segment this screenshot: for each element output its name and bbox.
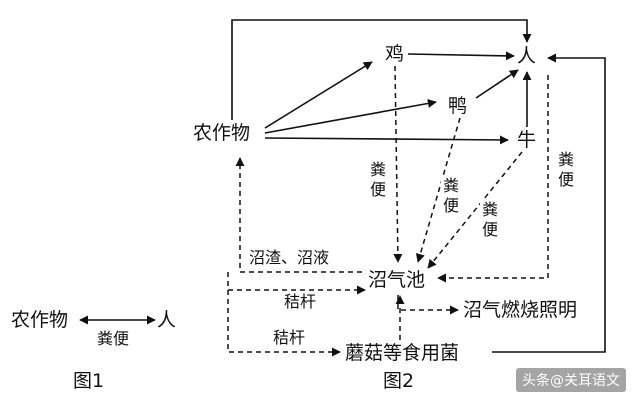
edge-pool-crops	[235, 157, 362, 273]
node-biogas-pool: 沼气池	[367, 269, 427, 291]
label-straw-pool: 秸杆	[283, 292, 318, 311]
edge-mushroom-human	[492, 53, 606, 353]
edge-pool-light	[397, 295, 459, 315]
fig2-caption: 图2	[382, 370, 416, 392]
node-cattle: 牛	[516, 129, 538, 151]
watermark: 头条@关耳语文	[516, 368, 626, 392]
fig1-edge-label: 粪便	[96, 329, 131, 348]
label-straw-mushroom: 秸杆	[272, 328, 307, 347]
fig1-crops-label: 农作物	[10, 309, 70, 331]
label-manure-cattle: 粪便	[480, 200, 500, 240]
label-manure-duck: 粪便	[441, 176, 461, 216]
label-manure-chicken: 粪便	[368, 160, 388, 200]
fig1-caption: 图1	[72, 370, 106, 392]
edge-straw-mushroom	[227, 290, 341, 357]
edge-crops-chicken	[264, 61, 373, 129]
node-chicken: 鸡	[384, 43, 406, 65]
node-mushroom: 蘑菇等食用菌	[344, 342, 461, 364]
edge-duck-human	[475, 69, 519, 99]
node-crops: 农作物	[192, 122, 252, 144]
edge-crops-cattle	[264, 135, 509, 145]
edge-straw-pool	[227, 272, 366, 295]
edge-duck-pool	[415, 117, 461, 263]
node-duck: 鸭	[447, 95, 469, 117]
edge-crops-human-top	[231, 19, 532, 120]
node-human: 人	[516, 45, 538, 67]
label-manure-human: 粪便	[556, 150, 576, 190]
edge-chicken-pool	[393, 65, 403, 263]
edge-crops-duck	[264, 99, 437, 134]
node-biogas-light: 沼气燃烧照明	[462, 299, 579, 321]
edge-chicken-human	[407, 51, 515, 61]
fig1-human-label: 人	[156, 309, 178, 331]
edge-cattle-pool	[427, 151, 523, 269]
label-residue: 沼渣、沼液	[248, 248, 331, 267]
edge-human-pool	[437, 75, 549, 283]
